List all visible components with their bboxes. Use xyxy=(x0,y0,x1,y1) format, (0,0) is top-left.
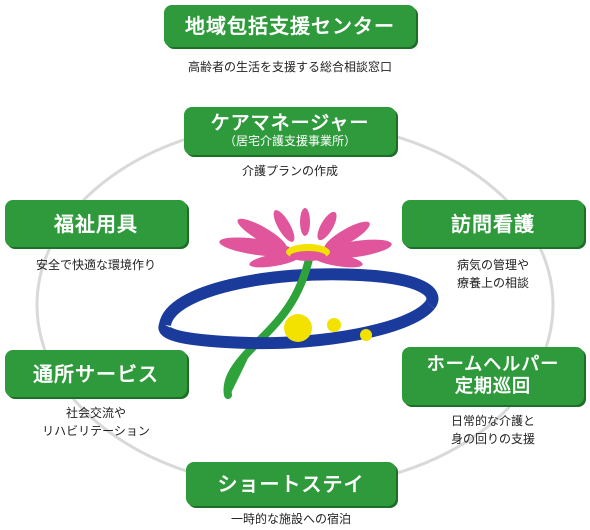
node-short-stay[interactable]: ショートステイ xyxy=(186,462,396,506)
node-day-service-desc-2: リハビリテーション xyxy=(42,424,150,438)
node-home-helper[interactable]: ホームヘルパー 定期巡回 xyxy=(402,347,584,405)
node-home-helper-desc-1: 日常的な介護と xyxy=(450,414,535,428)
node-visit-nursing-desc-1: 病気の管理や xyxy=(456,258,529,272)
node-short-stay-desc: 一時的な施設への宿泊 xyxy=(230,512,351,526)
node-visit-nursing[interactable]: 訪問看護 xyxy=(402,200,584,247)
node-visit-nursing-desc-2: 療養上の相談 xyxy=(456,276,529,290)
node-care-manager[interactable]: ケアマネージャー （居宅介護支援事業所） xyxy=(184,107,396,155)
node-community-center-title: 地域包括支援センター xyxy=(185,14,395,38)
node-home-helper-title-2: 定期巡回 xyxy=(455,376,531,397)
node-day-service[interactable]: 通所サービス xyxy=(5,350,187,397)
node-welfare-equipment-desc: 安全で快適な環境作り xyxy=(35,258,156,272)
node-home-helper-title-1: ホームヘルパー xyxy=(426,354,560,375)
node-community-center-desc: 高齢者の生活を支援する総合相談窓口 xyxy=(187,60,392,74)
node-care-manager-title: ケアマネージャー xyxy=(210,112,370,134)
node-care-manager-desc: 介護プランの作成 xyxy=(241,164,338,178)
node-day-service-title: 通所サービス xyxy=(33,361,159,386)
node-welfare-equipment-title: 福祉用具 xyxy=(54,211,138,236)
node-short-stay-title: ショートステイ xyxy=(217,472,365,496)
node-visit-nursing-title: 訪問看護 xyxy=(451,211,535,236)
node-day-service-desc-1: 社会交流や xyxy=(65,406,126,420)
node-welfare-equipment[interactable]: 福祉用具 xyxy=(5,200,187,247)
node-community-center[interactable]: 地域包括支援センター xyxy=(164,5,416,47)
node-care-manager-subtitle: （居宅介護支援事業所） xyxy=(223,134,356,148)
node-home-helper-desc-2: 身の回りの支援 xyxy=(450,432,535,446)
